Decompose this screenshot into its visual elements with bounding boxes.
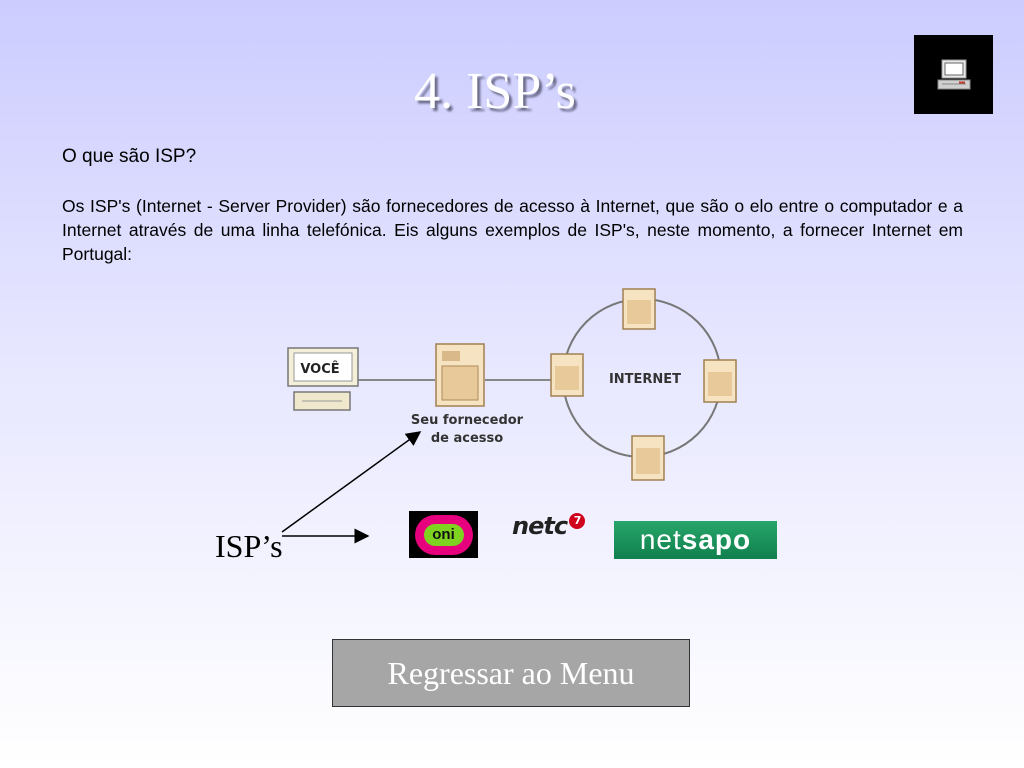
isp-arrows [281, 431, 422, 544]
arrow-to-provider [281, 431, 422, 533]
provider-label-line2: de acesso [431, 431, 503, 446]
internet-label: INTERNET [609, 372, 681, 387]
ring-server-icon [631, 435, 665, 481]
home-computer-button[interactable] [914, 35, 993, 114]
ring-server-icon [622, 288, 656, 330]
user-computer-icon [287, 347, 359, 411]
ring-server-icon [550, 353, 584, 397]
user-label: VOCÊ [300, 361, 339, 377]
intro-paragraph: Os ISP's (Internet - Server Provider) sã… [62, 196, 963, 264]
computer-icon [937, 59, 970, 89]
netc-logo-text: netc [512, 512, 568, 540]
netc-logo-badge: 7 [569, 513, 586, 529]
section-heading: O que são ISP? [62, 146, 197, 167]
netc-logo: netc 7 [512, 512, 586, 540]
provider-server-icon [435, 343, 485, 407]
ring-server-icon [703, 359, 737, 403]
network-diagram: VOCÊ Seu fornecedor de acesso INTERNET [280, 280, 750, 490]
provider-label-line1: Seu fornecedor [411, 413, 524, 428]
back-to-menu-button[interactable]: Regressar ao Menu [332, 639, 690, 707]
netsapo-logo-text-net: net [639, 524, 682, 555]
isp-label: ISP’s [215, 528, 283, 564]
slide-title: 4. ISP’s [414, 63, 576, 120]
oni-logo-text: oni [423, 523, 464, 546]
oni-logo: oni [409, 511, 478, 558]
netsapo-logo-text-sapo: sapo [681, 524, 752, 555]
